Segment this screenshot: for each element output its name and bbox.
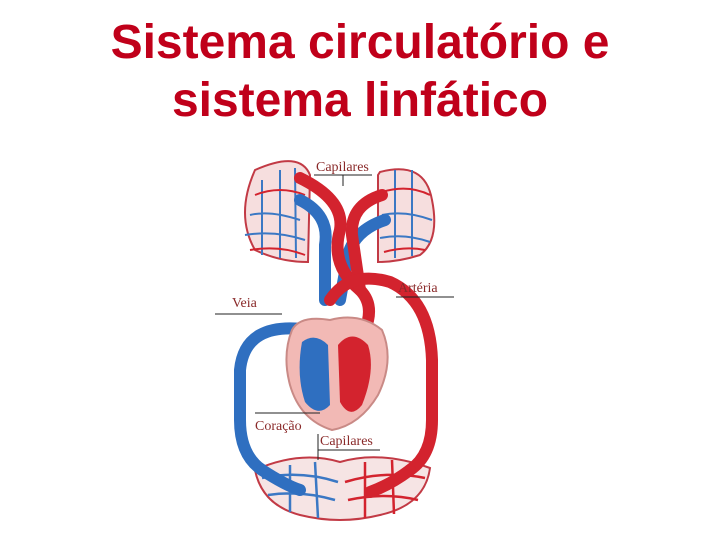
label-capilares-top: Capilares: [316, 160, 369, 175]
slide-title: Sistema circulatório e sistema linfático: [0, 14, 720, 130]
heart: [285, 316, 389, 432]
title-line-2: sistema linfático: [171, 74, 549, 127]
label-capilares-bottom: Capilares: [320, 434, 373, 449]
leader-lines: [215, 174, 454, 460]
left-lung-capillaries: [244, 160, 312, 264]
circulatory-diagram: Capilares Artéria Veia Coração Capilares: [215, 160, 454, 521]
veins: [234, 194, 391, 496]
arteries: [294, 172, 438, 498]
label-veia: Veia: [232, 296, 258, 311]
title-line-1: Sistema circulatório e: [110, 16, 610, 69]
right-lung-capillaries: [377, 168, 436, 264]
label-coracao: Coração: [255, 419, 302, 434]
label-arteria: Artéria: [398, 281, 438, 296]
body-capillaries: [253, 456, 432, 521]
